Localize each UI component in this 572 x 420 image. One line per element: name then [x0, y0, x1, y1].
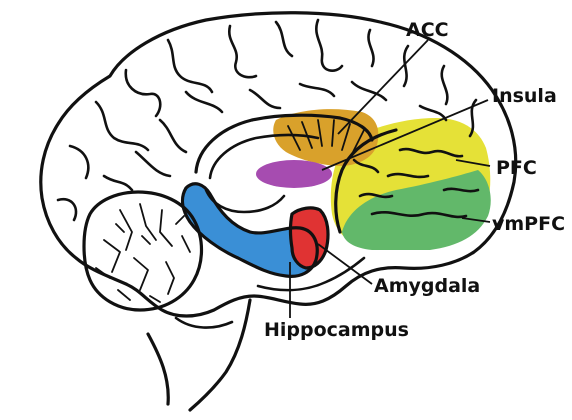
label-amygdala: Amygdala — [374, 275, 480, 297]
arbor-vitae — [96, 204, 190, 302]
brainstem-back — [148, 334, 168, 404]
label-acc: ACC — [406, 19, 449, 41]
label-insula: Insula — [492, 85, 557, 107]
brainstem — [190, 300, 250, 410]
label-vmpfc: vmPFC — [492, 213, 565, 235]
region-insula — [256, 160, 332, 188]
label-pfc: PFC — [496, 157, 537, 179]
pons-curve — [176, 318, 232, 328]
leader-amygdala — [318, 244, 372, 284]
label-hippocampus: Hippocampus — [264, 319, 409, 341]
